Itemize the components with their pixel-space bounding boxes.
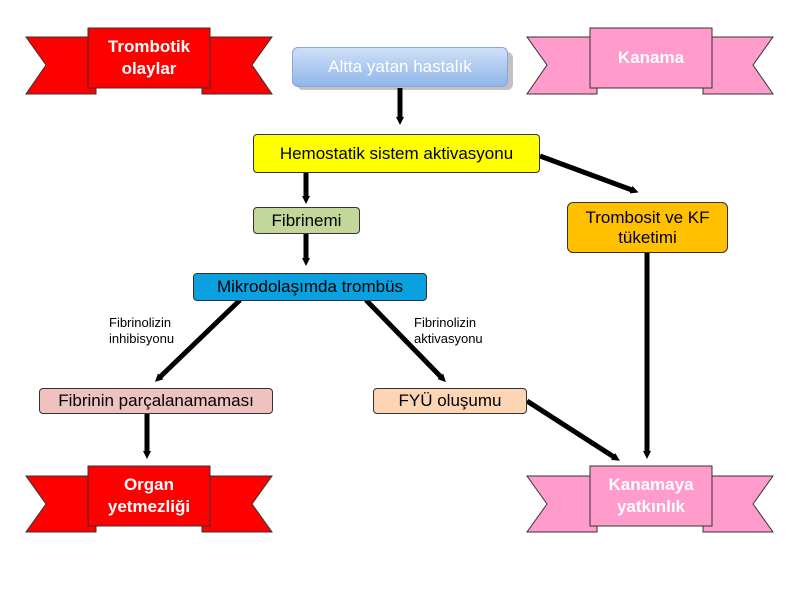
banner-thrombotic-events <box>25 27 273 95</box>
banner-bleeding-tendency-label: Kanamaya yatkınlık <box>608 475 694 516</box>
arrow-thrombus-to-fibrin-not-degraded <box>154 298 242 382</box>
node-platelet-consumption: Trombosit ve KF tüketimi <box>567 202 728 253</box>
banner-bleeding-tendency <box>526 465 774 533</box>
banner-thrombotic-label: Trombotik olaylar <box>107 37 191 78</box>
banner-bleeding-label: Kanama <box>617 48 685 67</box>
node-microcirculation-thrombus: Mikrodolaşımda trombüs <box>193 273 427 301</box>
edge-label-fibrinolysis-activation: Fibrinolizin aktivasyonu <box>414 315 483 346</box>
banner-bleeding <box>526 27 774 95</box>
edge-label-fibrinolysis-inhibition: Fibrinolizin inhibisyonu <box>109 315 175 346</box>
node-fibrinemia: Fibrinemi <box>253 207 360 234</box>
arrow-thrombus-to-fdp <box>364 298 446 383</box>
node-hemostatic-activation: Hemostatik sistem aktivasyonu <box>253 134 540 173</box>
arrows <box>143 88 651 461</box>
arrow-fdp-to-tendency <box>525 398 620 461</box>
node-fibrin-not-degraded: Fibrinin parçalanamaması <box>39 388 273 414</box>
banner-organ-failure <box>25 465 273 533</box>
node-fdp-formation: FYÜ oluşumu <box>373 388 527 414</box>
banner-organ-failure-label: Organ yetmezliği <box>107 475 191 516</box>
node-underlying-disease: Altta yatan hastalık <box>292 47 508 87</box>
arrow-hemostatic-to-platelet <box>539 153 639 194</box>
